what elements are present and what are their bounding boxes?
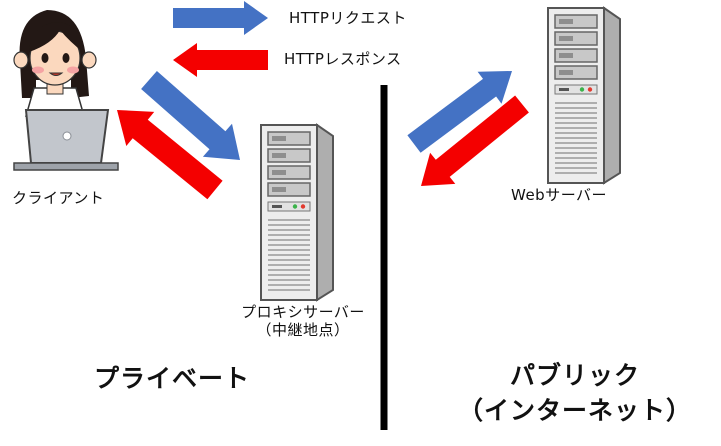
proxy-to-client-arrow (117, 110, 223, 200)
proxy-to-web-arrow (407, 71, 512, 153)
proxy-server-label: プロキシサーバー (241, 303, 365, 321)
woman-with-laptop-icon (13, 10, 119, 171)
public-zone-label: パブリック (509, 361, 640, 390)
proxy-server-sublabel: （中継地点） (256, 321, 350, 339)
public-zone-sublabel: （インターネット） (457, 396, 692, 425)
private-zone-label: プライベート (94, 364, 251, 393)
proxy-server-icon (260, 124, 334, 301)
client-label: クライアント (12, 189, 105, 207)
client-to-proxy-arrow (141, 71, 240, 160)
http-request-arrow (173, 1, 268, 35)
http-request-label: HTTPリクエスト (289, 9, 407, 27)
http-response-label: HTTPレスポンス (284, 50, 402, 68)
web-to-proxy-arrow (421, 95, 529, 186)
web-server-label: Webサーバー (511, 186, 608, 204)
http-response-arrow (173, 43, 268, 77)
web-server-icon (547, 7, 621, 184)
